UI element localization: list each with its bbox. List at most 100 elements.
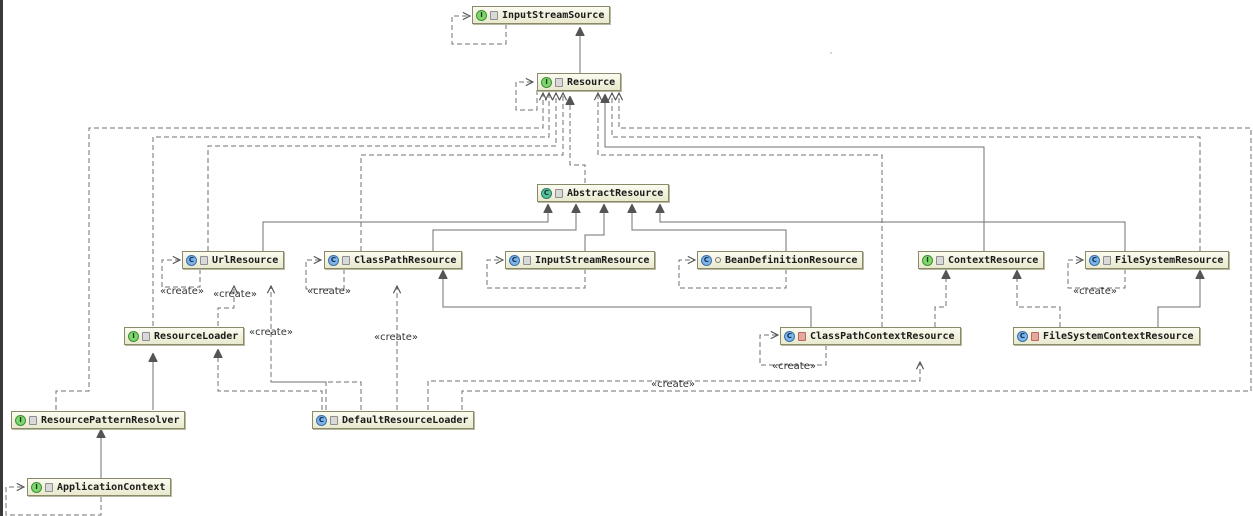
edge-urlresource-abstractresource — [262, 205, 548, 251]
class-icon: C — [316, 414, 327, 426]
create-label-classpathresource-self: «create» — [307, 286, 351, 297]
node-label: ResourcePatternResolver — [41, 414, 180, 426]
node-resourcepatternresolver[interactable]: I ResourcePatternResolver — [11, 411, 186, 429]
node-label: FileSystemContextResource — [1043, 330, 1194, 342]
public-modifier-icon — [523, 255, 531, 265]
node-classpathresource[interactable]: C ClassPathResource — [324, 251, 463, 269]
node-classpathcontextresource[interactable]: C ClassPathContextResource — [780, 327, 961, 345]
node-label: InputStreamSource — [502, 9, 605, 21]
private-modifier-icon — [798, 331, 806, 341]
edge-abstractresource-resource — [570, 97, 586, 183]
class-icon: C — [1089, 254, 1100, 266]
public-modifier-icon — [29, 415, 37, 425]
edge-filesystemresource-resource — [612, 93, 1201, 251]
package-private-modifier-icon — [715, 257, 721, 263]
self-loop-classpathcontextresource — [759, 335, 827, 366]
self-loop-inputstreamsource — [451, 16, 507, 45]
node-label: AbstractResource — [567, 187, 664, 199]
public-modifier-icon — [45, 482, 53, 492]
class-icon: C — [1017, 330, 1028, 342]
public-modifier-icon — [555, 188, 563, 198]
private-modifier-icon — [1031, 331, 1039, 341]
public-modifier-icon — [200, 255, 208, 265]
node-label: InputStreamResource — [535, 254, 650, 266]
create-label-filesystemresource-self: «create» — [1073, 286, 1117, 297]
public-modifier-icon — [1103, 255, 1111, 265]
edge-classpathresource-abstractresource — [432, 205, 576, 251]
edge-beandefinitionresource-abstractresource — [632, 205, 787, 251]
public-modifier-icon — [936, 255, 944, 265]
class-icon: C — [701, 254, 712, 266]
edge-defaultresourceloader-resourceloader — [218, 350, 323, 410]
edge-defaultresourceloader-resource — [461, 93, 1252, 410]
interface-icon: I — [128, 330, 139, 342]
node-label: FileSystemResource — [1115, 254, 1224, 266]
edge-classpathcontextresource-resource — [598, 93, 883, 327]
create-label-resourceloader-urlresource: «create» — [213, 289, 257, 300]
node-label: BeanDefinitionResource — [725, 254, 858, 266]
node-label: ResourceLoader — [154, 330, 239, 342]
edge-resourcepatternresolver-resource — [55, 93, 543, 410]
edge-contextresource-resource — [605, 95, 985, 251]
self-loop-filesystemresource — [1067, 260, 1126, 289]
edge-classpathresource-resource — [360, 93, 563, 251]
self-loop-applicationcontext — [5, 487, 102, 516]
edge-resourceloader-resource — [152, 93, 549, 326]
dependency-edges — [5, 16, 1252, 516]
class-icon: C — [186, 254, 197, 266]
node-urlresource[interactable]: C UrlResource — [182, 251, 285, 269]
node-label: ApplicationContext — [57, 481, 166, 493]
node-filesystemresource[interactable]: C FileSystemResource — [1085, 251, 1230, 269]
node-label: ContextResource — [948, 254, 1039, 266]
abstract-class-icon: C — [541, 187, 552, 199]
node-beandefinitionresource[interactable]: C BeanDefinitionResource — [697, 251, 864, 269]
edge-filesystemcontextresource-contextresource — [1017, 271, 1061, 327]
public-modifier-icon — [555, 77, 563, 87]
node-filesystemcontextresource[interactable]: C FileSystemContextResource — [1013, 327, 1200, 345]
create-labels: «create» «create» «create» «create» «cre… — [160, 286, 1117, 390]
class-icon: C — [784, 330, 795, 342]
edge-filesystemresource-abstractresource — [660, 205, 1126, 251]
create-label-urlresource-self: «create» — [160, 286, 204, 297]
node-defaultresourceloader[interactable]: C DefaultResourceLoader — [312, 411, 475, 429]
node-applicationcontext[interactable]: I ApplicationContext — [27, 478, 172, 496]
class-icon: C — [328, 254, 339, 266]
public-modifier-icon — [142, 331, 150, 341]
node-label: Resource — [567, 76, 616, 88]
class-icon: C — [509, 254, 520, 266]
interface-icon: I — [922, 254, 933, 266]
interface-icon: I — [15, 414, 26, 426]
node-inputstreamresource[interactable]: C InputStreamResource — [505, 251, 656, 269]
interface-icon: I — [541, 76, 552, 88]
node-resource[interactable]: I Resource — [537, 73, 622, 91]
generalization-edges — [101, 28, 1200, 478]
node-label: UrlResource — [212, 254, 279, 266]
node-label: ClassPathContextResource — [810, 330, 955, 342]
node-label: DefaultResourceLoader — [342, 414, 469, 426]
node-contextresource[interactable]: I ContextResource — [918, 251, 1045, 269]
create-edge-defaultresourceloader-urlresource — [271, 286, 327, 410]
self-loop-classpathresource — [305, 260, 345, 290]
create-edge-resourceloader-urlresource — [217, 286, 234, 326]
create-edge-defaultresourceloader-classpathcontextresource — [427, 362, 920, 410]
node-label: ClassPathResource — [354, 254, 457, 266]
node-inputstreamsource[interactable]: I InputStreamSource — [472, 6, 611, 24]
interface-icon: I — [31, 481, 42, 493]
edge-classpathcontextresource-classpathresource — [443, 271, 812, 327]
create-edge-defaultresourceloader-urlresource-2 — [271, 381, 362, 410]
edge-filesystemcontextresource-filesystemresource — [1157, 271, 1200, 327]
edge-classpathcontextresource-contextresource — [934, 271, 946, 327]
create-label-classpathcontextresource-self: «create» — [772, 361, 816, 372]
public-modifier-icon — [342, 255, 350, 265]
create-label-resourceloader: «create» — [249, 327, 293, 338]
public-modifier-icon — [330, 415, 338, 425]
node-abstractresource[interactable]: C AbstractResource — [537, 184, 670, 202]
edge-urlresource-resource — [207, 93, 556, 251]
node-resourceloader[interactable]: I ResourceLoader — [124, 327, 245, 345]
self-loop-inputstreamresource — [486, 260, 586, 289]
public-modifier-icon — [490, 10, 498, 20]
create-label-defaultresourceloader-classpathcontextresource: «create» — [651, 379, 695, 390]
create-label-defaultresourceloader-classpathresource: «create» — [374, 332, 418, 343]
self-loop-beandefinitionresource — [678, 260, 787, 289]
